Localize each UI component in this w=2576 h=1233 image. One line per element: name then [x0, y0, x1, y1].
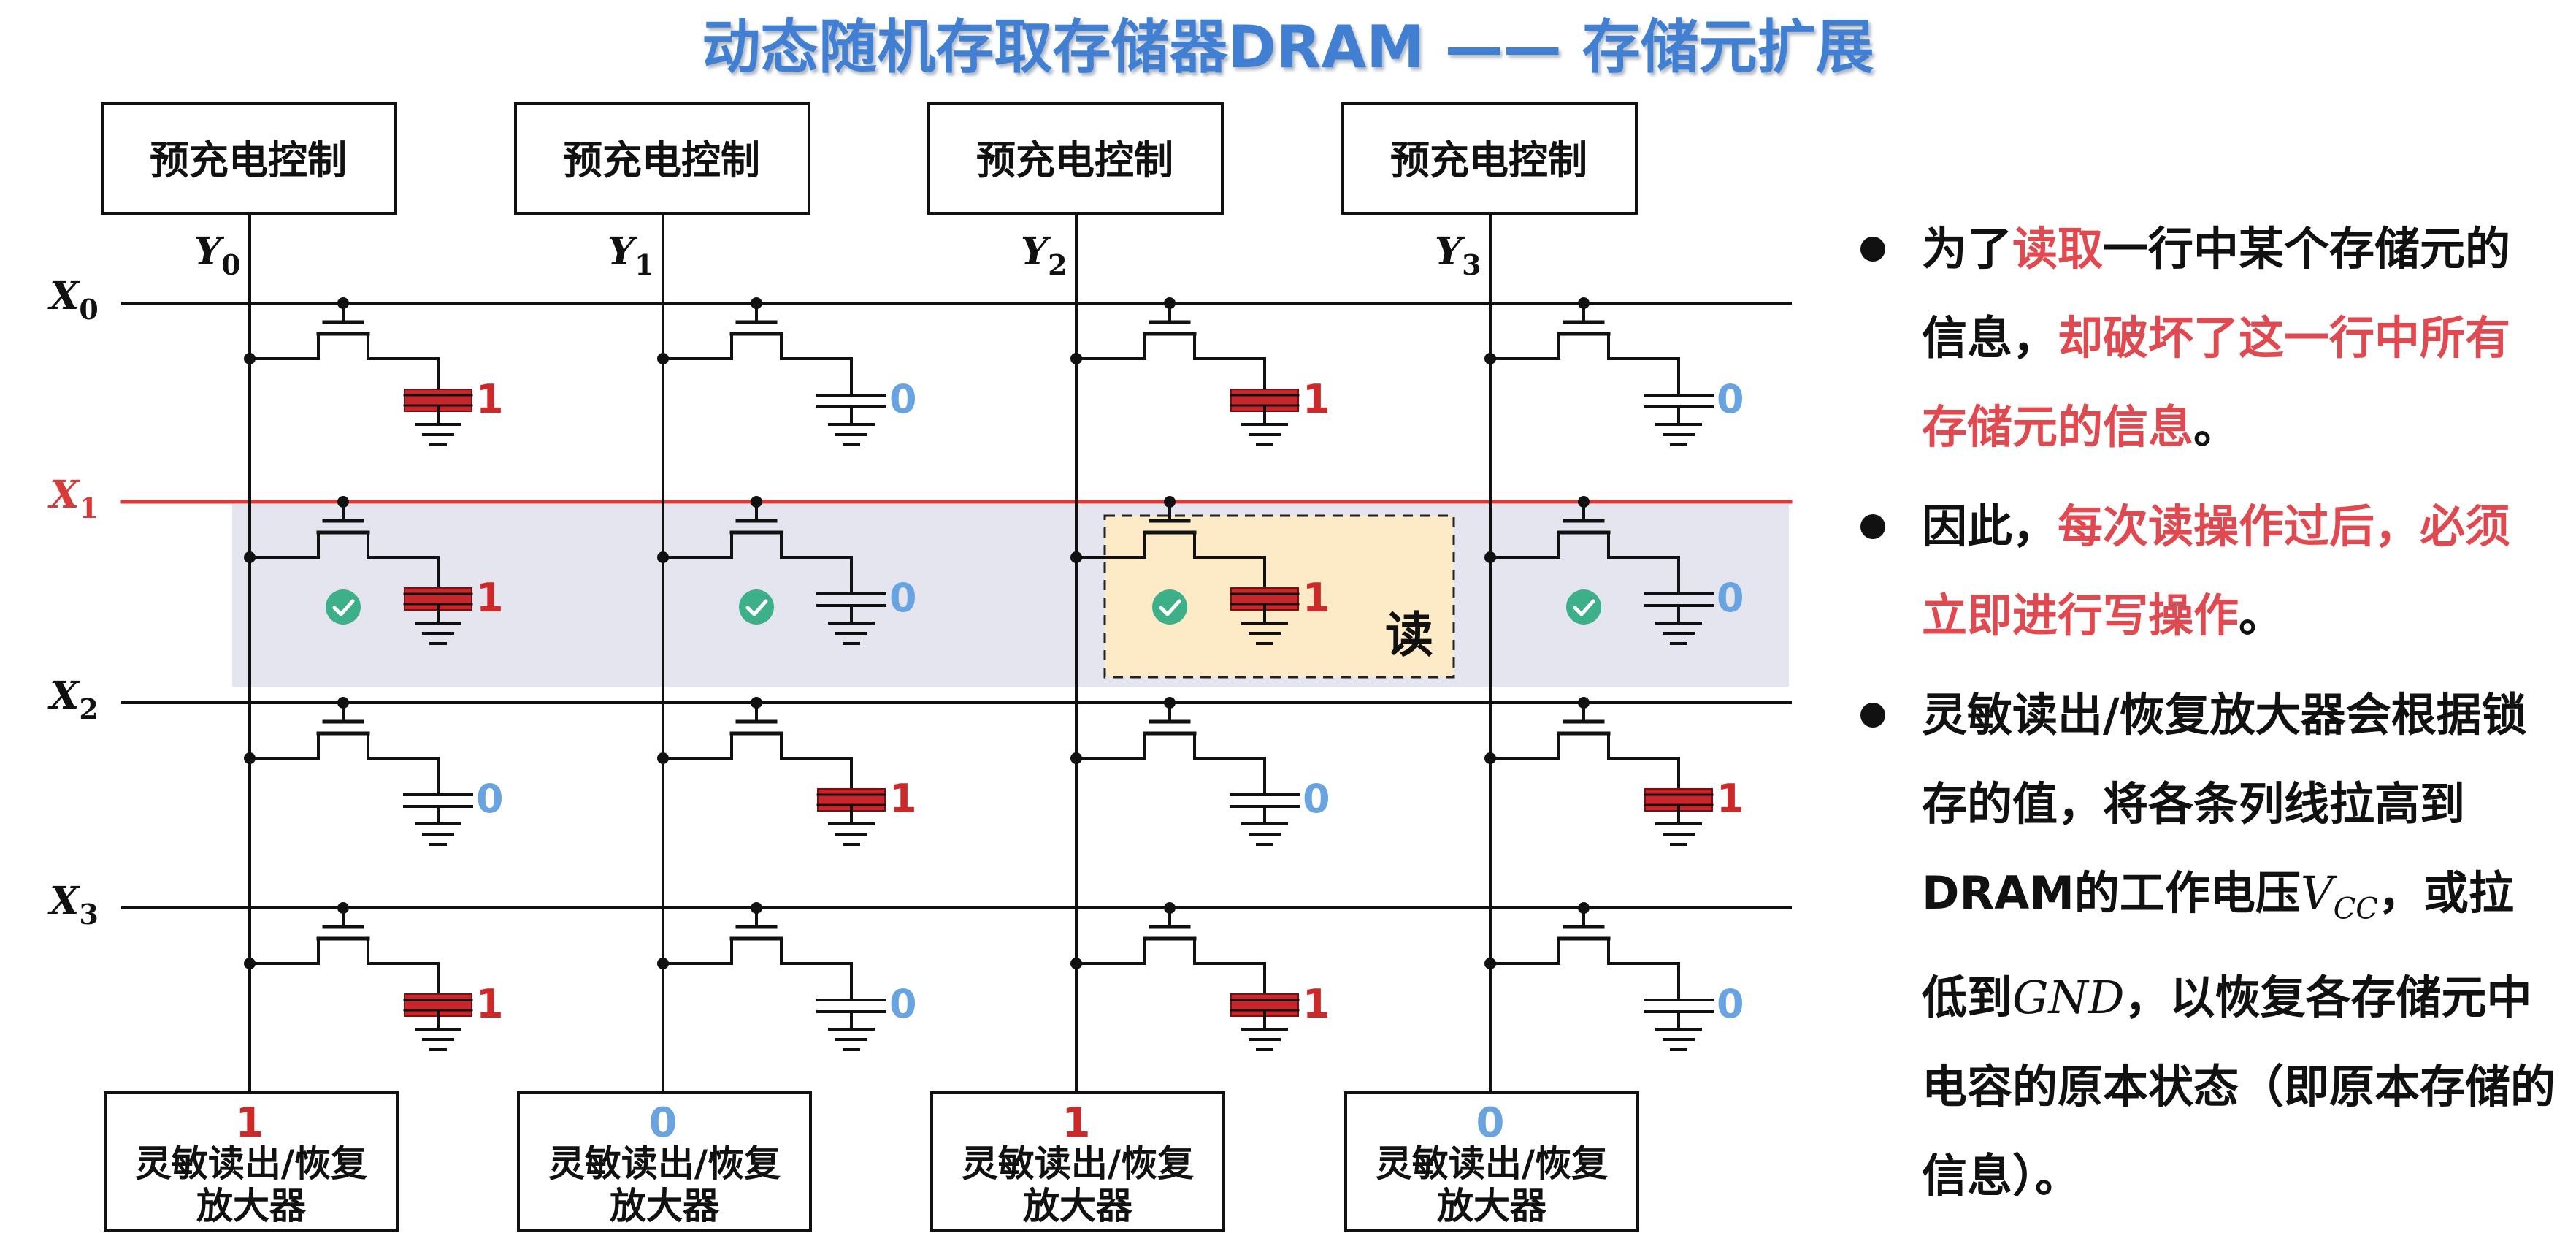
- sense-value-label: 1: [236, 1099, 264, 1147]
- sense-amplifier-label-line1: 灵敏读出/恢复: [962, 1142, 1194, 1185]
- bullet-3: 灵敏读出/恢复放大器会根据锁存的值，将各条列线拉高到DRAM的工作电压VCC，或…: [1855, 671, 2556, 1221]
- cell-value-label: 0: [889, 376, 917, 422]
- memory-cell: 1: [1070, 496, 1330, 645]
- column-junction-dot: [1484, 551, 1496, 563]
- cell-value-label: 1: [476, 981, 504, 1027]
- boxes-layer: 预充电控制1灵敏读出/恢复放大器预充电控制0灵敏读出/恢复放大器预充电控制1灵敏…: [101, 102, 1639, 1232]
- sense-amplifier-label-line1: 灵敏读出/恢复: [548, 1142, 781, 1185]
- memory-cell: 1: [1070, 297, 1330, 446]
- sense-amplifier-label-line1: 灵敏读出/恢复: [1376, 1142, 1608, 1185]
- column-junction-dot: [1484, 958, 1496, 969]
- column-junction-dot: [657, 353, 669, 364]
- column-junction-dot: [1070, 958, 1082, 969]
- sense-amplifier-label-line2: 放大器: [610, 1185, 720, 1227]
- cell-value-label: 1: [1717, 776, 1744, 822]
- sense-amplifier-label-line2: 放大器: [1023, 1185, 1133, 1227]
- cell-value-label: 1: [889, 776, 917, 822]
- column-junction-dot: [244, 752, 256, 764]
- column-junction-dot: [1070, 551, 1082, 563]
- column-junction-dot: [244, 958, 256, 969]
- cell-value-label: 1: [476, 376, 504, 422]
- column-junction-dot: [657, 958, 669, 969]
- precharge-control-label: 预充电控制: [150, 137, 347, 183]
- precharge-control-label: 预充电控制: [976, 137, 1173, 183]
- sense-amplifier-box: [104, 1091, 399, 1232]
- sense-value-label: 0: [1476, 1099, 1505, 1147]
- check-circle-icon: [1566, 589, 1601, 625]
- cell-value-label: 0: [889, 981, 917, 1027]
- precharge-control-label: 预充电控制: [563, 137, 760, 183]
- check-circle-icon: [1152, 589, 1187, 625]
- cell-value-label: 0: [1717, 981, 1744, 1027]
- sense-amplifier-label-line2: 放大器: [196, 1185, 307, 1227]
- bullet-1: 为了读取一行中某个存储元的信息，却破坏了这一行中所有存储元的信息。: [1855, 205, 2556, 472]
- memory-cell: 0: [1484, 297, 1744, 446]
- memory-cell: 0: [1484, 496, 1744, 645]
- memory-cell: 0: [657, 496, 917, 645]
- memory-cell: 0: [244, 697, 504, 846]
- precharge-control-box: [101, 102, 397, 215]
- precharge-control-box: [514, 102, 810, 215]
- cell-value-label: 0: [1717, 376, 1744, 422]
- cell-value-label: 0: [889, 575, 917, 621]
- cell-value-label: 1: [476, 575, 504, 621]
- column-junction-dot: [1484, 353, 1496, 364]
- memory-cell: 1: [1070, 902, 1330, 1051]
- read-label: 读: [1385, 607, 1433, 663]
- bullet-dot-icon: [1860, 514, 1885, 539]
- memory-cell: 1: [657, 697, 917, 846]
- column-junction-dot: [657, 752, 669, 764]
- memory-cell: 1: [244, 902, 504, 1051]
- sense-amplifier-box: [517, 1091, 812, 1232]
- cell-value-label: 1: [1303, 575, 1330, 621]
- memory-cell: 1: [244, 496, 504, 645]
- column-junction-dot: [244, 551, 256, 563]
- row-label-x2: X2: [47, 673, 99, 725]
- cell-value-label: 0: [476, 776, 504, 822]
- bullet-dot-icon: [1860, 237, 1885, 262]
- memory-cell: 0: [1070, 697, 1330, 846]
- memory-cell: 0: [1484, 902, 1744, 1051]
- sense-amplifier-label-line1: 灵敏读出/恢复: [135, 1142, 367, 1185]
- row-label-x0: X0: [47, 274, 99, 326]
- sense-amplifier-label-line2: 放大器: [1437, 1185, 1547, 1227]
- check-circle-icon: [739, 589, 774, 625]
- column-junction-dot: [657, 551, 669, 563]
- sense-amplifier-box: [930, 1091, 1225, 1232]
- precharge-control-box: [927, 102, 1224, 215]
- row-label-x1: X1: [47, 473, 99, 524]
- check-circle-icon: [326, 589, 361, 625]
- cell-value-label: 1: [1303, 981, 1330, 1027]
- cells-layer: 1 0 1 0 1 0 1 0 0 1 0 1 1 0 1 0: [244, 297, 1744, 1051]
- cell-value-label: 1: [1303, 376, 1330, 422]
- precharge-control-box: [1341, 102, 1638, 215]
- bullet-2: 因此，每次读操作过后，必须立即进行写操作。: [1855, 482, 2556, 660]
- explanation-bullets: 为了读取一行中某个存储元的信息，却破坏了这一行中所有存储元的信息。 因此，每次读…: [1855, 205, 2556, 1231]
- column-junction-dot: [1484, 752, 1496, 764]
- column-junction-dot: [1070, 353, 1082, 364]
- column-label-y3: Y3: [1435, 229, 1481, 281]
- memory-cell: 0: [657, 297, 917, 446]
- memory-cell: 1: [1484, 697, 1744, 846]
- page-title: 动态随机存取存储器DRAM —— 存储元扩展: [702, 13, 1874, 81]
- column-label-y0: Y0: [194, 229, 241, 281]
- column-junction-dot: [1070, 752, 1082, 764]
- precharge-control-label: 预充电控制: [1390, 137, 1587, 183]
- active-row-highlight: [232, 504, 1789, 687]
- memory-cell: 0: [657, 902, 917, 1051]
- column-label-y2: Y2: [1021, 229, 1067, 281]
- column-junction-dot: [244, 353, 256, 364]
- cell-value-label: 0: [1717, 575, 1744, 621]
- row-label-x3: X3: [47, 879, 99, 931]
- memory-cell: 1: [244, 297, 504, 446]
- sense-amplifier-box: [1344, 1091, 1639, 1232]
- sense-value-label: 0: [649, 1099, 678, 1147]
- bullet-dot-icon: [1860, 703, 1885, 728]
- column-label-y1: Y1: [607, 229, 654, 281]
- sense-value-label: 1: [1062, 1099, 1091, 1147]
- cell-value-label: 0: [1303, 776, 1330, 822]
